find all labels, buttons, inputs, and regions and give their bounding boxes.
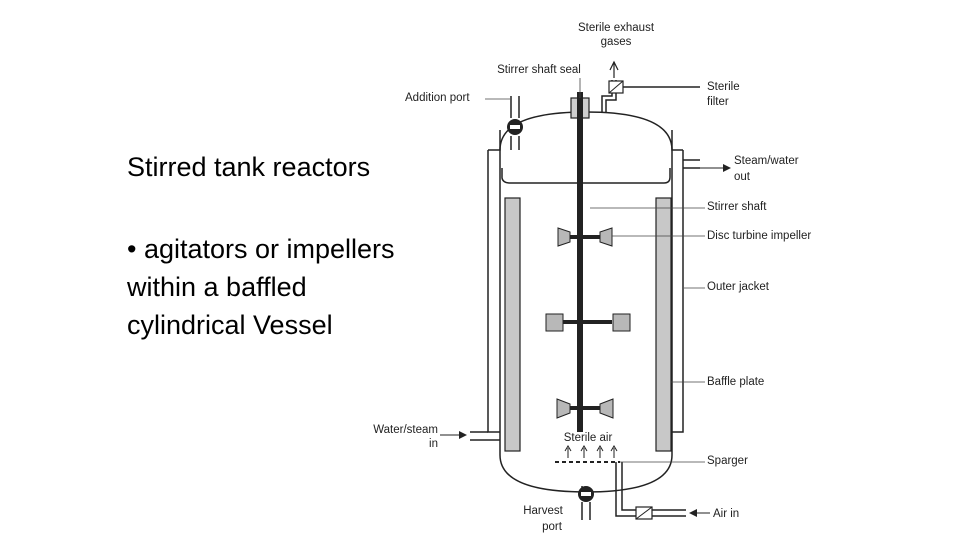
water-in-pipe <box>470 431 500 441</box>
slide-title: Stirred tank reactors <box>127 152 371 182</box>
label-outer-jacket: Outer jacket <box>707 281 770 293</box>
label-harvest-2: port <box>542 521 563 533</box>
label-steam-out-2: out <box>734 171 751 183</box>
label-exhaust-1: Sterile exhaust <box>578 22 655 34</box>
disc-turbine-impeller-bottom <box>556 398 614 419</box>
baffle-plate-left <box>504 197 521 452</box>
bullet-text: • agitators or impellers within a baffle… <box>127 230 395 344</box>
label-stirrer-shaft: Stirrer shaft <box>707 201 767 213</box>
impeller-arm-middle <box>562 320 612 324</box>
impeller-arm-bottom <box>568 406 602 410</box>
label-water-in-2: in <box>429 438 438 450</box>
bullet-line-2: within a baffled <box>127 272 307 302</box>
bullet-line-1: • agitators or impellers <box>127 234 395 264</box>
steam-out-pipe <box>683 159 700 169</box>
label-shaft-seal: Stirrer shaft seal <box>497 64 581 76</box>
label-air-in: Air in <box>713 508 739 520</box>
label-steam-out-1: Steam/water <box>734 155 799 167</box>
bullet-line-3: cylindrical Vessel <box>127 310 333 340</box>
rushton-impeller-middle <box>545 313 631 332</box>
label-sterile-air: Sterile air <box>564 432 613 444</box>
label-filter-1: Sterile <box>707 81 740 93</box>
label-harvest-1: Harvest <box>523 505 563 517</box>
label-baffle-plate: Baffle plate <box>707 376 764 388</box>
label-filter-2: filter <box>707 96 729 108</box>
label-disc-impeller: Disc turbine impeller <box>707 230 811 242</box>
impeller-arm-top <box>568 235 602 239</box>
label-addition-port: Addition port <box>405 92 470 104</box>
sterile-air-arrows <box>564 445 618 458</box>
disc-turbine-impeller-top <box>557 227 613 247</box>
label-sparger: Sparger <box>707 455 748 467</box>
addition-port <box>510 96 520 150</box>
label-water-in-1: Water/steam <box>373 424 438 436</box>
air-in-line <box>615 462 686 517</box>
baffle-plate-right <box>655 197 672 452</box>
label-exhaust-2: gases <box>601 36 632 48</box>
stirrer-shaft <box>577 92 583 432</box>
